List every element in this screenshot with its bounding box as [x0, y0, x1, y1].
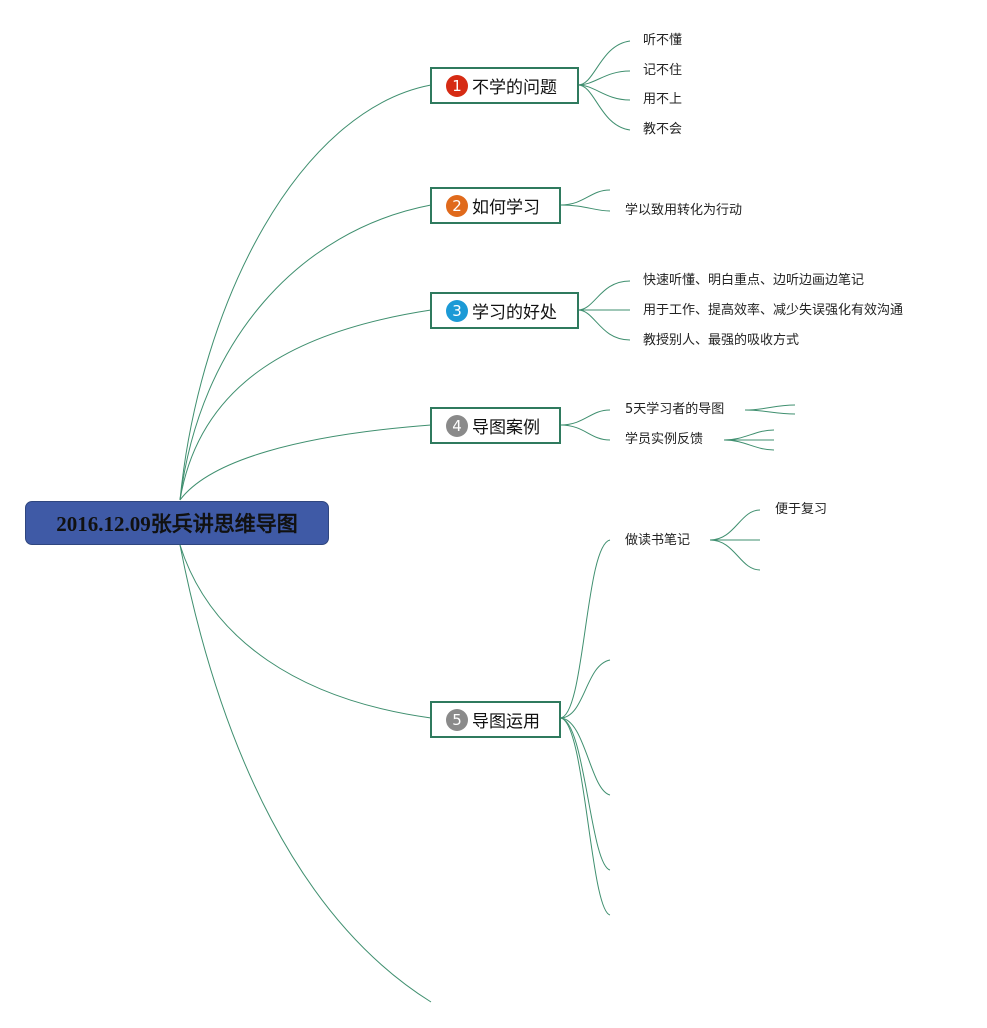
number-4-icon: 4: [446, 414, 468, 437]
number-2-icon: 2: [446, 194, 468, 217]
leaf-node[interactable]: 学员实例反馈: [625, 432, 704, 447]
topic-label: 导图运用: [472, 712, 540, 732]
root-node[interactable]: 2016.12.09张兵讲思维导图: [25, 501, 329, 545]
leaf-node[interactable]: 听不懂: [643, 33, 683, 48]
leaf-node[interactable]: 快速听懂、明白重点、边听边画边笔记: [643, 273, 865, 288]
leaf-node[interactable]: 做读书笔记: [625, 533, 691, 548]
topic-node-3[interactable]: 3 学习的好处: [430, 292, 579, 329]
topic-node-1[interactable]: 1 不学的问题: [430, 67, 579, 104]
leaf-node[interactable]: 5天学习者的导图: [625, 402, 725, 417]
leaf-node[interactable]: 用于工作、提高效率、减少失误强化有效沟通: [643, 303, 904, 318]
topic-label: 不学的问题: [472, 78, 557, 98]
leaf-node[interactable]: 教不会: [643, 122, 683, 137]
topic-node-2[interactable]: 2 如何学习: [430, 187, 561, 224]
root-title: 2016.12.09张兵讲思维导图: [56, 512, 298, 536]
leaf-node[interactable]: 记不住: [643, 63, 683, 78]
number-5-icon: 5: [446, 708, 468, 731]
leaf-node[interactable]: 学以致用转化为行动: [625, 203, 743, 218]
leaf-node[interactable]: 便于复习: [775, 502, 828, 517]
topic-node-5[interactable]: 5 导图运用: [430, 701, 561, 738]
leaf-node[interactable]: 教授别人、最强的吸收方式: [643, 333, 800, 348]
number-3-icon: 3: [446, 299, 468, 322]
topic-label: 如何学习: [472, 198, 540, 218]
leaf-node[interactable]: 用不上: [643, 92, 683, 107]
topic-label: 导图案例: [472, 418, 540, 438]
topic-node-4[interactable]: 4 导图案例: [430, 407, 561, 444]
number-1-icon: 1: [446, 74, 468, 97]
topic-label: 学习的好处: [472, 303, 557, 323]
